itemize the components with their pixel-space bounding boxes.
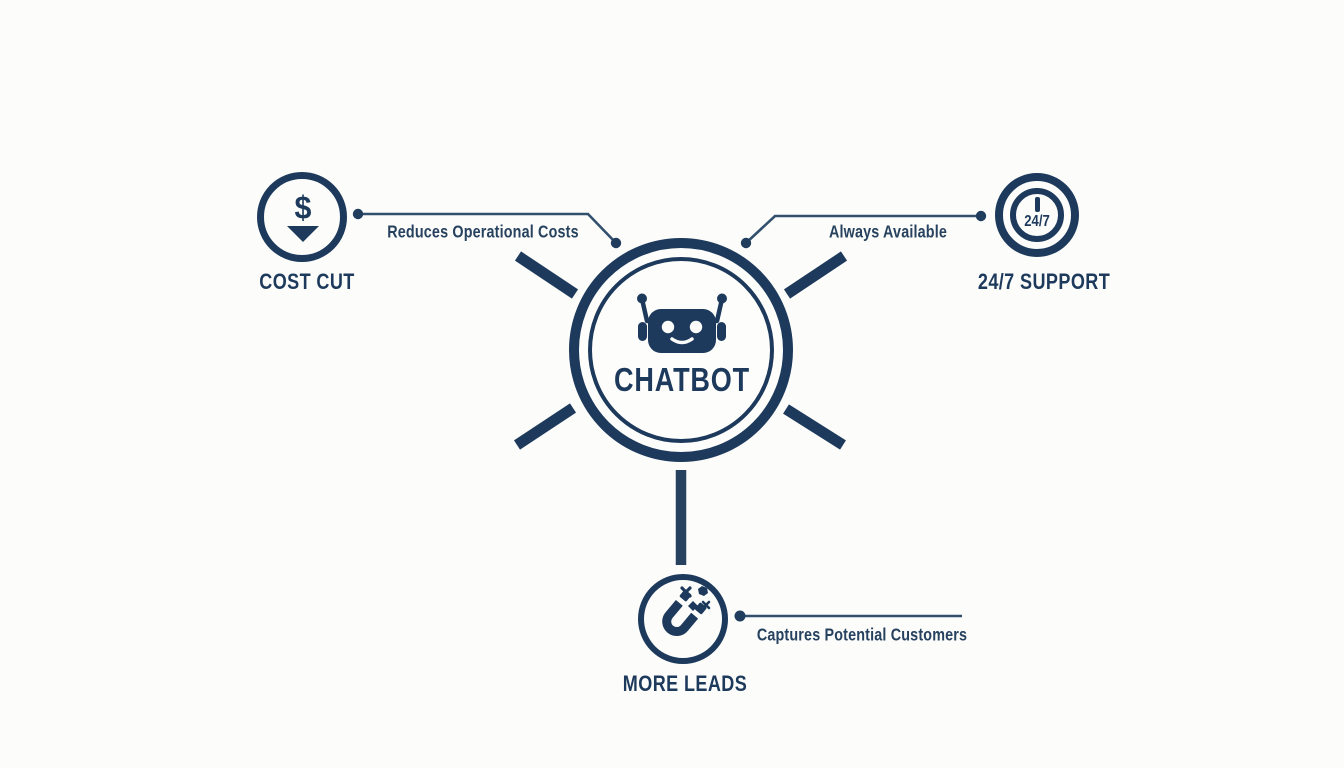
more-leads-annotation: Captures Potential Customers bbox=[756, 624, 968, 645]
more-leads-label: MORE LEADS bbox=[622, 671, 748, 696]
cost-annotation-connector bbox=[352, 208, 622, 249]
cost-cut-label: COST CUT bbox=[259, 269, 355, 294]
hub-spoke-top-left bbox=[514, 251, 579, 299]
clock-24-7-icon bbox=[995, 173, 1079, 257]
clock-hand bbox=[1035, 197, 1040, 212]
cost-cut-annotation: Reduces Operational Costs bbox=[387, 221, 579, 242]
sparkles bbox=[680, 586, 711, 611]
magnet-circle bbox=[638, 574, 728, 664]
hub-spoke-bottom-left bbox=[513, 403, 577, 450]
dollar-decrease-icon bbox=[257, 172, 347, 262]
leads-annotation-connector bbox=[734, 610, 962, 622]
dollar-sign: $ bbox=[294, 189, 312, 226]
hub-spoke-bottom-right bbox=[783, 404, 846, 450]
support-label: 24/7 SUPPORT bbox=[977, 269, 1111, 294]
hub-inner-ring bbox=[588, 257, 774, 443]
hub-spoke-top-right bbox=[783, 251, 848, 299]
support-annotation: Always Available bbox=[828, 221, 948, 242]
clock-inner-ring bbox=[1010, 188, 1064, 242]
robot-icon bbox=[637, 293, 727, 353]
support-annotation-connector bbox=[740, 210, 987, 249]
hub-label: CHATBOT bbox=[613, 361, 751, 398]
magnet-icon bbox=[662, 586, 711, 636]
decrease-arrow-icon bbox=[287, 226, 319, 242]
clock-24-7-text: 24/7 bbox=[1024, 213, 1050, 230]
